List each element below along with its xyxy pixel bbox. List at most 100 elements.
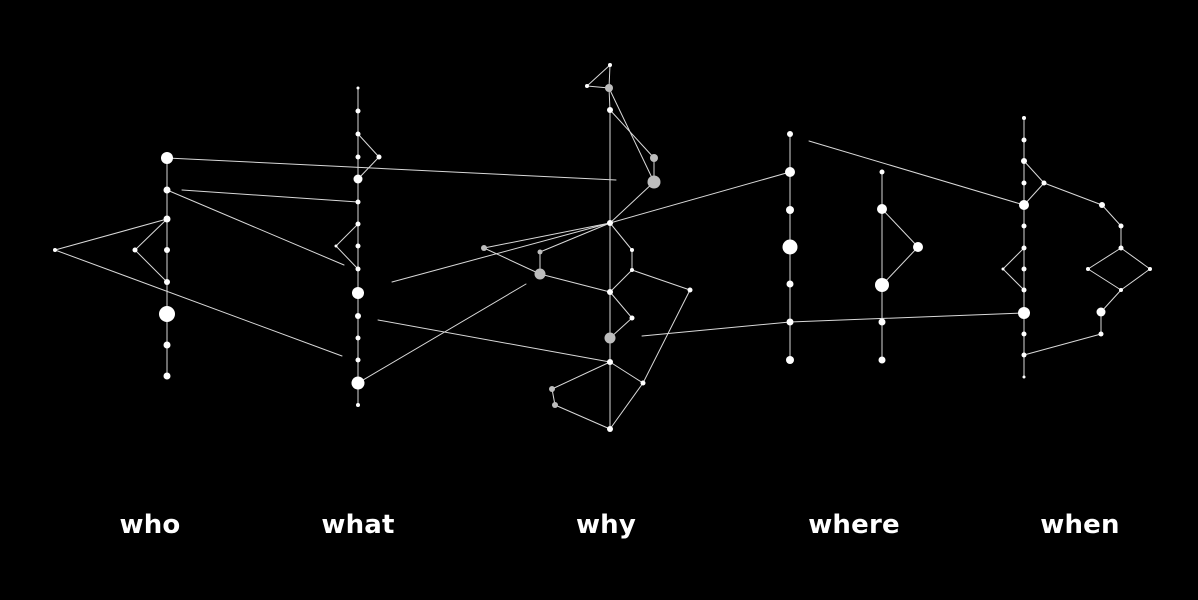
network-node — [355, 243, 361, 249]
network-node — [355, 108, 361, 114]
network-node — [552, 402, 558, 408]
network-edge — [539, 222, 611, 253]
network-node — [607, 359, 613, 365]
network-edge — [483, 247, 541, 275]
network-node — [355, 335, 361, 341]
network-node — [1022, 116, 1026, 120]
network-node — [164, 247, 170, 253]
network-node — [786, 206, 794, 214]
network-node — [1021, 245, 1027, 251]
network-node — [782, 239, 798, 255]
network-node — [786, 280, 794, 288]
network-edge — [1120, 268, 1151, 291]
network-edge — [608, 87, 655, 183]
network-node — [879, 169, 885, 175]
network-edge — [1023, 333, 1102, 356]
network-edge — [539, 273, 611, 293]
network-node — [607, 289, 613, 295]
network-edge — [609, 222, 633, 251]
network-node — [1021, 331, 1027, 337]
network-edge — [551, 361, 611, 390]
network-node — [53, 248, 57, 252]
label-why: why — [575, 510, 637, 540]
network-node — [687, 287, 693, 293]
network-node — [913, 242, 923, 252]
label-when: when — [1040, 510, 1120, 540]
network-node — [163, 372, 171, 380]
network-node — [585, 84, 589, 88]
network-node — [785, 167, 795, 177]
network-edge — [642, 289, 691, 384]
network-node — [605, 84, 613, 92]
network-node — [1022, 375, 1026, 379]
network-node — [549, 386, 555, 392]
network-edge — [554, 404, 611, 430]
network-edge — [1120, 247, 1151, 270]
connector-line — [54, 249, 343, 357]
connector-line — [166, 189, 345, 266]
connector-line — [391, 222, 611, 283]
network-node — [629, 315, 635, 321]
connector-line — [181, 189, 359, 203]
network-edge — [134, 249, 168, 283]
network-edge — [1023, 160, 1045, 184]
network-node — [630, 248, 634, 252]
network-node — [537, 249, 543, 255]
network-edge — [609, 109, 655, 159]
network-node — [786, 356, 794, 364]
network-node — [607, 220, 613, 226]
network-node — [161, 152, 173, 164]
network-node — [630, 268, 634, 272]
network-edge — [54, 218, 168, 251]
network-node — [1018, 307, 1030, 319]
network-node — [1099, 202, 1105, 208]
network-node — [376, 154, 382, 160]
network-node — [1021, 352, 1027, 358]
network-edge — [609, 361, 644, 384]
network-node — [1001, 267, 1005, 271]
network-node — [607, 426, 613, 432]
network-node — [650, 154, 658, 162]
connector-line — [808, 140, 1025, 206]
network-node — [1098, 331, 1104, 337]
network-node — [1021, 180, 1027, 186]
network-edge — [134, 218, 168, 251]
connector-line — [357, 283, 527, 384]
network-node — [1096, 307, 1106, 317]
network-node — [1086, 267, 1090, 271]
network-edge — [357, 133, 380, 158]
network-edge — [609, 382, 644, 430]
network-node — [1148, 267, 1152, 271]
network-node — [159, 306, 175, 322]
network-node — [1021, 266, 1027, 272]
network-node — [1021, 137, 1027, 143]
network-node — [608, 63, 612, 67]
network-edge — [881, 246, 919, 286]
network-node — [1118, 245, 1124, 251]
network-edge — [881, 208, 919, 248]
network-edge — [335, 245, 359, 270]
network-node — [1021, 223, 1027, 229]
network-node — [640, 380, 646, 386]
network-node — [875, 278, 889, 292]
network-edge — [483, 222, 611, 249]
connector-line — [166, 157, 617, 181]
edge-layer — [54, 64, 1151, 430]
network-edge — [609, 171, 791, 224]
network-node — [1019, 200, 1029, 210]
network-node — [163, 215, 171, 223]
network-node — [534, 268, 546, 280]
network-edge — [1043, 182, 1103, 206]
network-node — [1021, 158, 1027, 164]
network-edge — [1002, 268, 1025, 291]
connector-line — [641, 321, 791, 337]
network-node — [355, 154, 361, 160]
network-edge — [609, 181, 655, 224]
network-node — [878, 356, 886, 364]
network-edge — [609, 269, 633, 293]
network-node — [1118, 223, 1124, 229]
network-edge — [609, 291, 633, 319]
network-edge — [631, 269, 691, 291]
network-edge — [1002, 247, 1025, 270]
